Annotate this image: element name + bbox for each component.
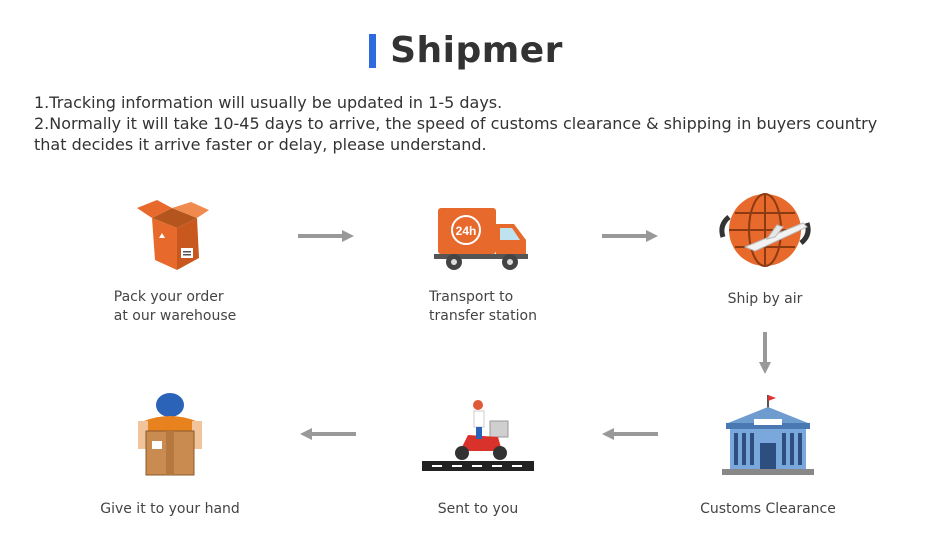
- note-line-2: 2.Normally it will take 10-45 days to ar…: [34, 114, 878, 154]
- arrow-right-icon: [296, 228, 356, 248]
- package-box-icon: [72, 188, 272, 288]
- arrow-left-icon: [298, 426, 358, 446]
- step-label-pack-line2: at our warehouse: [113, 308, 237, 324]
- step-sent-to-you: Sent to you: [378, 388, 578, 519]
- customs-building-icon: [668, 388, 868, 484]
- title-accent-bar: [369, 33, 377, 68]
- title-block: Shipmer: [0, 30, 932, 71]
- step-label-give: Give it to your hand: [100, 501, 240, 517]
- step-label-sent: Sent to you: [437, 501, 519, 517]
- step-label-customs: Customs Clearance: [700, 501, 836, 517]
- courier-scooter-icon: [378, 388, 578, 484]
- step-label-air: Ship by air: [727, 291, 803, 307]
- shipping-notes: 1.Tracking information will usually be u…: [34, 92, 904, 155]
- truck-24h-badge: 24h: [456, 224, 477, 238]
- step-label-transport-line1: Transport to: [429, 289, 514, 305]
- globe-airplane-icon: [665, 180, 865, 280]
- step-label-transport: Transport to transfer station: [429, 288, 537, 326]
- delivery-truck-24h-icon: 24h: [380, 188, 580, 288]
- step-pack-order: Pack your order at our warehouse: [72, 188, 272, 326]
- courier-with-parcel-icon: [70, 388, 270, 484]
- arrow-right-icon: [600, 228, 660, 248]
- step-ship-by-air: Ship by air: [665, 180, 865, 309]
- step-label-transport-line2: transfer station: [429, 308, 537, 324]
- page-title: Shipmer: [390, 30, 563, 71]
- arrow-left-icon: [600, 426, 660, 446]
- step-transport: 24h Transport to transfer station: [380, 188, 580, 326]
- step-customs-clearance: Customs Clearance: [668, 388, 868, 519]
- note-line-1: 1.Tracking information will usually be u…: [34, 93, 503, 112]
- step-give-to-hand: Give it to your hand: [70, 388, 270, 519]
- step-label-pack-line1: Pack your order: [113, 289, 224, 305]
- arrow-down-icon: [757, 330, 773, 380]
- step-label-pack: Pack your order at our warehouse: [114, 288, 236, 326]
